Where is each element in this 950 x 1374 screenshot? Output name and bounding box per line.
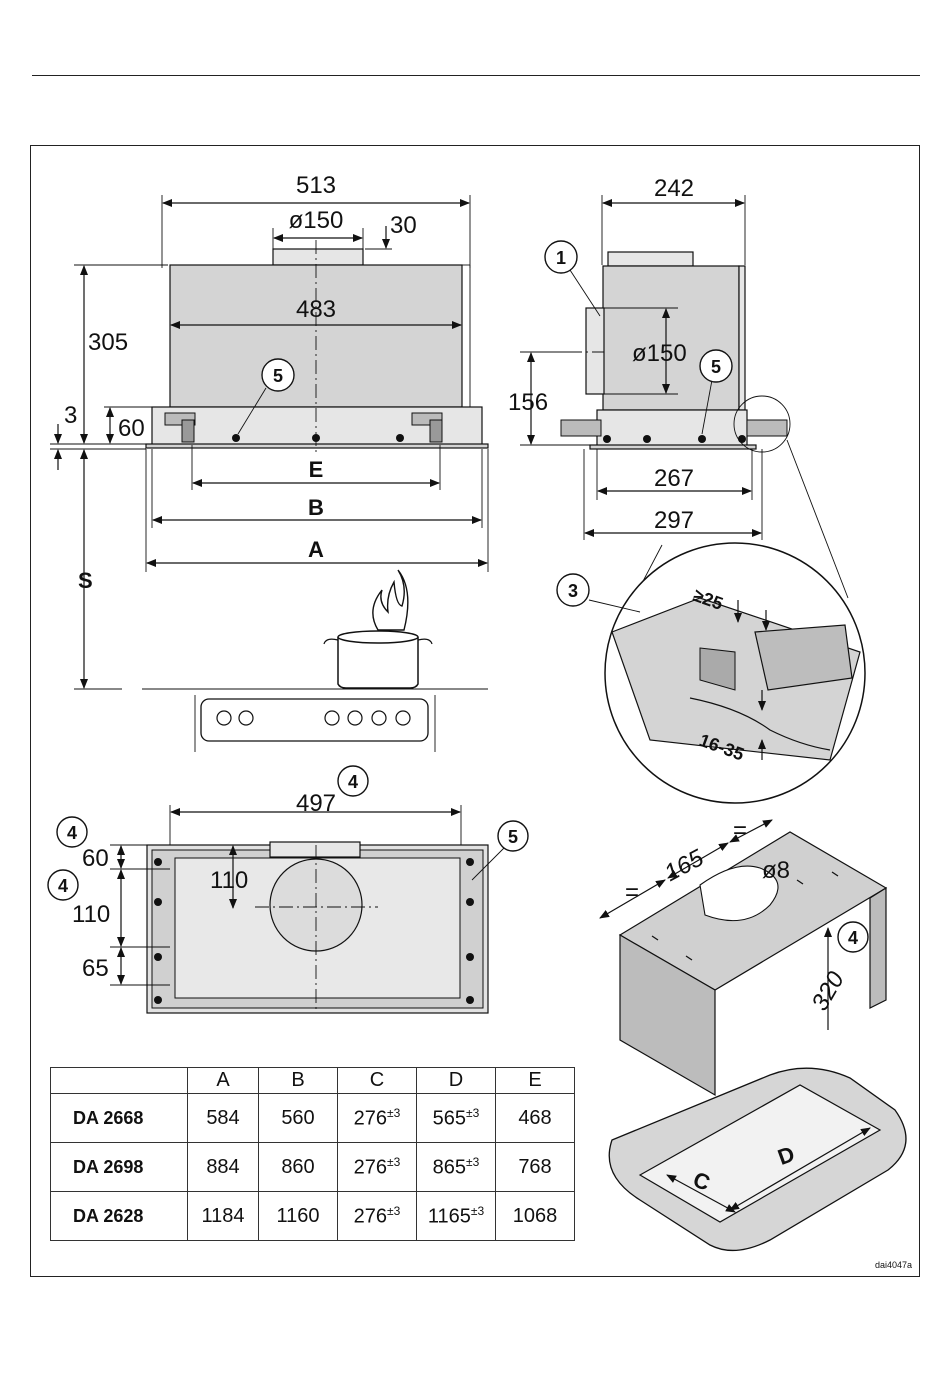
dim-hole-8: ø8 [762, 857, 790, 884]
dim-cab-eq-left: = [625, 879, 639, 906]
dim-side-150: ø150 [632, 340, 687, 367]
plan-view: 4 497 60 110 65 110 4 4 5 [48, 766, 528, 1013]
dim-513: 513 [296, 172, 336, 199]
cabinet-view: = 165 = ø8 320 4 [600, 817, 886, 1095]
dimensions-table: A B C D E DA 2668 584 560 276±3 565±3 46… [50, 1067, 575, 1241]
callout-4-cab: 4 [848, 928, 858, 948]
dim-plan-110-inner: 110 [210, 867, 248, 894]
dim-297: 297 [654, 507, 694, 534]
dim-cab-eq-right: = [733, 817, 747, 844]
dim-S: S [78, 568, 93, 593]
table-row: DA 2668 584 560 276±3 565±3 468 [51, 1094, 575, 1143]
callout-1: 1 [556, 248, 566, 268]
dim-267: 267 [654, 465, 694, 492]
dim-60: 60 [118, 415, 145, 442]
dim-duct-150: ø150 [289, 207, 344, 234]
dim-497: 497 [296, 790, 336, 817]
dim-305: 305 [88, 329, 128, 356]
callout-5-side: 5 [711, 357, 721, 377]
dim-plan-60: 60 [82, 845, 109, 872]
clamp-detail: ≥25 16-35 3 [557, 543, 865, 803]
dim-A: A [308, 537, 324, 562]
callout-5-plan: 5 [508, 827, 518, 847]
callout-4-top: 4 [348, 772, 358, 792]
dim-B: B [308, 495, 324, 520]
table-row: DA 2628 1184 1160 276±3 1165±3 1068 [51, 1192, 575, 1241]
dim-242: 242 [654, 175, 694, 202]
dim-156: 156 [508, 389, 548, 416]
dim-30: 30 [390, 212, 417, 239]
callout-4-left-a: 4 [67, 823, 77, 843]
front-view: 513 ø150 30 483 [50, 172, 488, 752]
reference-code: dai4047a [875, 1260, 912, 1270]
dim-320: 320 [806, 967, 850, 1016]
dim-165: 165 [660, 844, 709, 887]
dim-E: E [309, 457, 324, 482]
dim-plan-110: 110 [72, 901, 110, 928]
cutout-view: C D [609, 1068, 906, 1250]
callout-3: 3 [568, 581, 578, 601]
table-row: DA 2698 884 860 276±3 865±3 768 [51, 1143, 575, 1192]
callout-5: 5 [273, 366, 283, 386]
callout-4-left-b: 4 [58, 876, 68, 896]
dim-plan-65: 65 [82, 955, 109, 982]
dim-3: 3 [64, 402, 77, 429]
pot-icon [324, 631, 432, 688]
flame-icon [373, 570, 408, 630]
cooktop-icon [195, 695, 435, 752]
side-view: 242 ø150 156 267 297 1 [508, 175, 848, 606]
